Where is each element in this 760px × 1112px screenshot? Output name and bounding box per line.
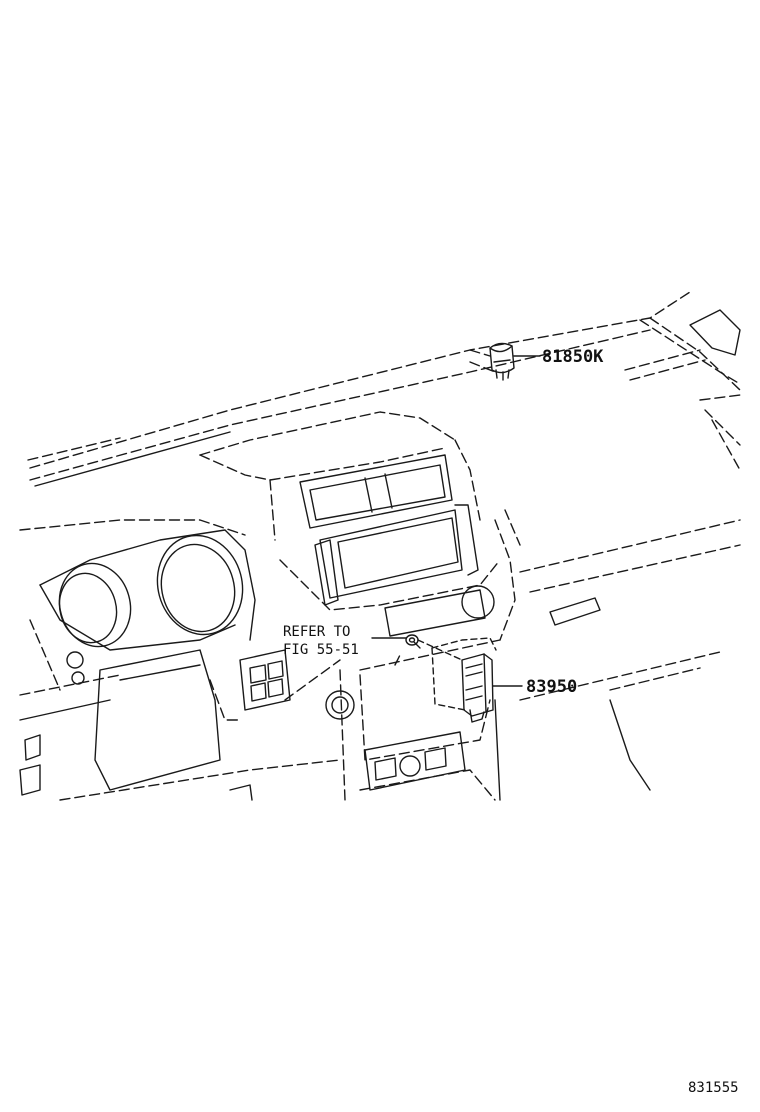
courtesy-lamp-icon bbox=[469, 342, 541, 381]
part-number-83950: 83950 bbox=[526, 677, 577, 697]
module-bracket-outline bbox=[417, 637, 497, 711]
refer-note-line1: REFER TO bbox=[283, 624, 350, 640]
figure-id: 831555 bbox=[688, 1080, 739, 1096]
instrument-cluster bbox=[19, 519, 256, 651]
refer-note-line2: FIG 55-51 bbox=[283, 642, 359, 658]
center-stack-hood bbox=[199, 411, 481, 541]
dashboard-right-surface bbox=[519, 519, 741, 791]
clock-module-icon bbox=[461, 653, 523, 723]
steering-column bbox=[19, 619, 341, 801]
dashboard-top-edge bbox=[27, 291, 691, 487]
center-display bbox=[299, 454, 479, 606]
part-number-81850k: 81850K bbox=[542, 347, 604, 367]
right-pillar bbox=[624, 309, 741, 471]
clip-bolt-icon bbox=[371, 634, 421, 666]
center-console bbox=[279, 509, 521, 801]
